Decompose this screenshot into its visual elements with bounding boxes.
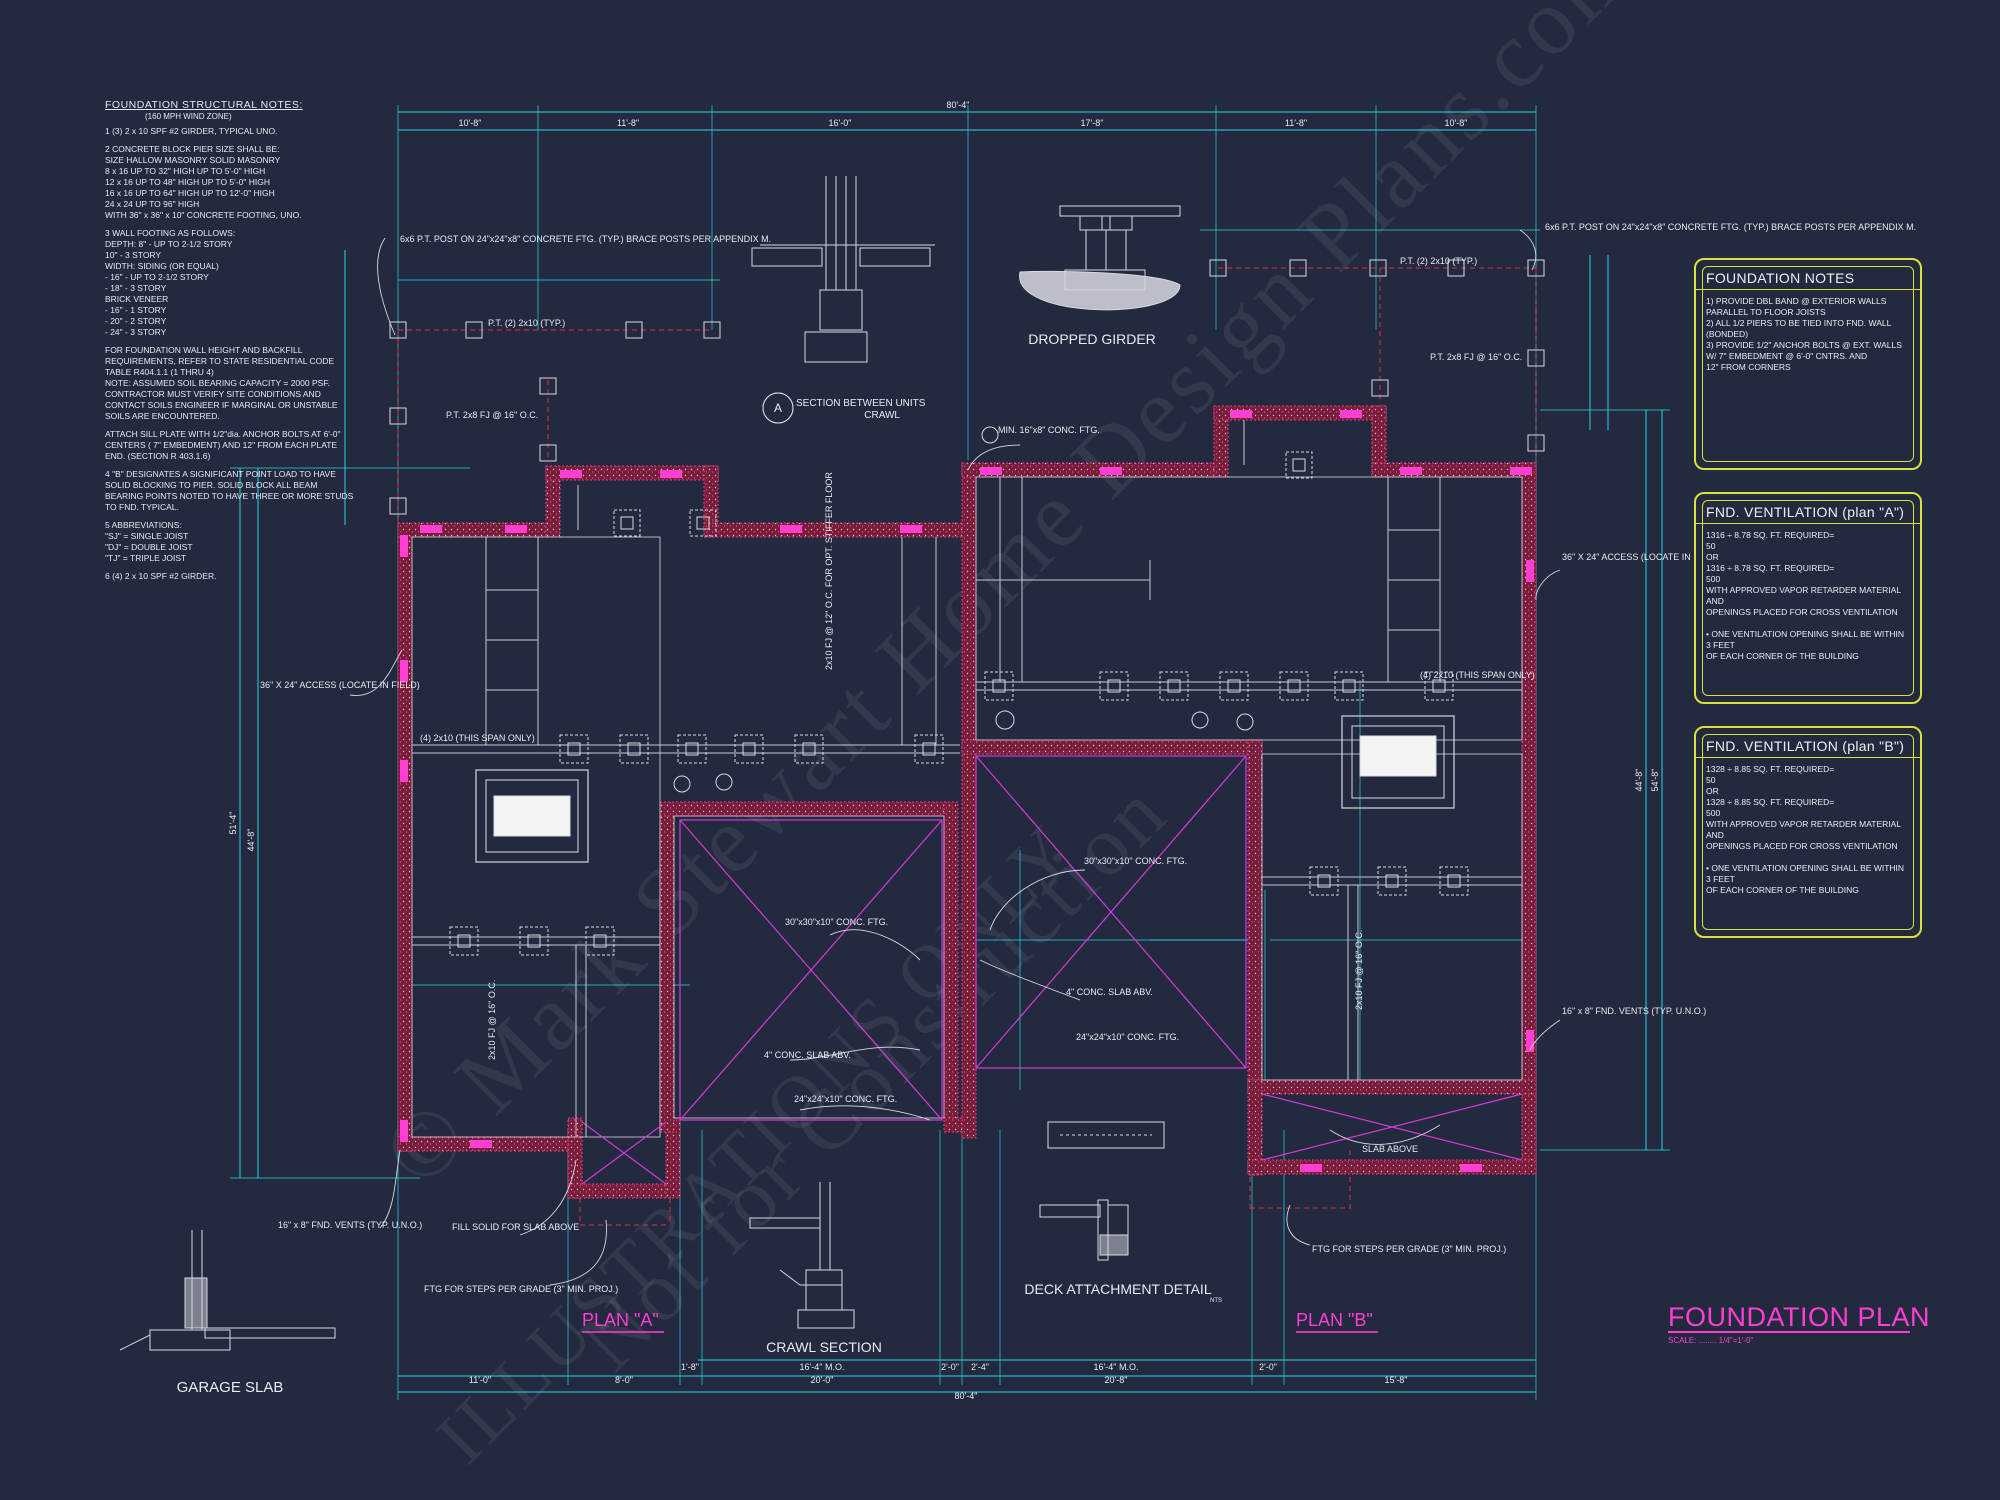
annotation-span-a: (4) 2x10 (THIS SPAN ONLY) bbox=[420, 733, 535, 743]
annotation-joists-a: 2x10 FJ @ 16" O.C. bbox=[487, 980, 497, 1060]
section-marker: A bbox=[774, 401, 782, 415]
ventilation-plan-b-panel: FND. VENTILATION (plan "B") 1328 ÷ 8.85 … bbox=[1694, 726, 1922, 938]
foundation-notes-panel: FOUNDATION NOTES 1) PROVIDE DBL BAND @ E… bbox=[1694, 258, 1922, 470]
leader-lines bbox=[349, 229, 1561, 1286]
dim-subtotal-2: 20'-8" bbox=[1105, 1375, 1128, 1385]
annotation-access-left: 36" X 24" ACCESS (LOCATE IN FIELD) bbox=[260, 680, 420, 690]
annotation-girder-b: P.T. (2) 2x10 (TYP.) bbox=[1400, 256, 1477, 266]
slab-x-marks bbox=[581, 755, 1523, 1185]
annotation-steps-a: FTG FOR STEPS PER GRADE (3" MIN. PROJ.) bbox=[424, 1284, 618, 1294]
ventilation-plan-a-panel: FND. VENTILATION (plan "A") 1316 ÷ 8.78 … bbox=[1694, 492, 1922, 704]
dim-bottom-8: 2'-0" bbox=[1259, 1362, 1277, 1372]
annotation-post-right: 6x6 P.T. POST ON 24"x24"x8" CONCRETE FTG… bbox=[1545, 222, 1916, 232]
dim-bottom-3: 1'-8" bbox=[681, 1362, 699, 1372]
note-item: 5 ABBREVIATIONS: "SJ" = SINGLE JOIST "DJ… bbox=[105, 520, 193, 563]
annotation-slab-a: 4" CONC. SLAB ABV. bbox=[764, 1050, 851, 1060]
annotation-ftg-c: 24"x24"x10" CONC. FTG. bbox=[794, 1094, 897, 1104]
note-item: 2 CONCRETE BLOCK PIER SIZE SHALL BE: SIZ… bbox=[105, 144, 302, 220]
panel-body: 1328 ÷ 8.85 SQ. FT. REQUIRED= 50 OR 1328… bbox=[1706, 764, 1905, 895]
dropped-girder-title: DROPPED GIRDER bbox=[1028, 331, 1156, 347]
dim-overall-top: 80'-4" bbox=[947, 100, 970, 110]
annotation-deck-joists-a: P.T. 2x8 FJ @ 16" O.C. bbox=[446, 410, 538, 420]
foundation-plan-scale: SCALE: ........ 1/4"=1'-0" bbox=[1668, 1336, 1754, 1345]
dim-bottom-4: 16'-4" M.O. bbox=[800, 1362, 845, 1372]
dim-left-inner: 44'-8" bbox=[246, 829, 256, 852]
dim-subtotal-1: 20'-0" bbox=[811, 1375, 834, 1385]
note-item: 1 (3) 2 x 10 SPF #2 GIRDER, TYPICAL UNO. bbox=[105, 126, 278, 136]
panel-body: 1) PROVIDE DBL BAND @ EXTERIOR WALLS PAR… bbox=[1706, 296, 1902, 372]
annotation-fill-solid: FILL SOLID FOR SLAB ABOVE bbox=[452, 1222, 579, 1232]
annotation-joists-b: 2x10 FJ @ 16" O.C. bbox=[1354, 930, 1364, 1010]
dim-bottom-9: 15'-8" bbox=[1385, 1375, 1408, 1385]
note-item: ATTACH SILL PLATE WITH 1/2"dia. ANCHOR B… bbox=[105, 429, 341, 461]
dimension-text: 80'-4" 10'-8" 11'-8" 16'-0" 17'-8" 11'-8… bbox=[228, 100, 1660, 1401]
annotation-text: 6x6 P.T. POST ON 24"x24"x8" CONCRETE FTG… bbox=[260, 222, 1916, 1294]
piers bbox=[449, 451, 1469, 956]
crawl-section-detail bbox=[749, 1182, 855, 1329]
annotation-min-ftg: MIN. 16"x8" CONC. FTG. bbox=[998, 425, 1100, 435]
foundation-structural-notes: FOUNDATION STRUCTURAL NOTES: (160 MPH WI… bbox=[105, 100, 355, 589]
deck-posts bbox=[389, 259, 1545, 515]
dim-top-6: 10'-8" bbox=[1445, 118, 1468, 128]
dim-overall-bottom: 80'-4" bbox=[955, 1391, 978, 1401]
dim-bottom-5: 2'-0" bbox=[941, 1362, 959, 1372]
dim-right-inner: 44'-8" bbox=[1634, 769, 1644, 792]
notes-title: FOUNDATION STRUCTURAL NOTES: bbox=[105, 99, 303, 111]
annotation-vents-right: 16" x 8" FND. VENTS (TYP. U.N.O.) bbox=[1562, 1006, 1706, 1016]
annotation-slab-b: 4" CONC. SLAB ABV. bbox=[1066, 987, 1153, 997]
dim-bottom-7: 16'-4" M.O. bbox=[1094, 1362, 1139, 1372]
annotation-steps-b: FTG FOR STEPS PER GRADE (3" MIN. PROJ.) bbox=[1312, 1244, 1506, 1254]
deck-attachment-detail bbox=[1039, 1121, 1165, 1261]
detail-titles: DROPPED GIRDER SECTION BETWEEN UNITS CRA… bbox=[177, 331, 1222, 1396]
section-units-title: SECTION BETWEEN UNITS bbox=[796, 398, 926, 409]
annotation-joists-opt: 2x10 FJ @ 12" O.C. FOR OPT. STIFFER FLOO… bbox=[824, 472, 834, 670]
annotation-access-right: 36" X 24" ACCESS (LOCATE IN FIELD) bbox=[1562, 552, 1722, 562]
dim-bottom-1: 11'-0" bbox=[469, 1375, 491, 1385]
annotation-ftg-b: 30"x30"x10" CONC. FTG. bbox=[1084, 856, 1187, 866]
dim-bottom-6: 2'-4" bbox=[971, 1362, 989, 1372]
foundation-plan-title: FOUNDATION PLAN bbox=[1668, 1302, 1931, 1332]
garage-slab-detail bbox=[119, 1230, 336, 1351]
annotation-span-b: (4) 2x10 (THIS SPAN ONLY) bbox=[1420, 670, 1535, 680]
note-item: FOR FOUNDATION WALL HEIGHT AND BACKFILL … bbox=[105, 345, 338, 421]
crawl-section-title: CRAWL SECTION bbox=[766, 1339, 882, 1355]
note-item: 6 (4) 2 x 10 SPF #2 GIRDER. bbox=[105, 571, 217, 581]
annotation-ftg-a: 30"x30"x10" CONC. FTG. bbox=[785, 917, 888, 927]
dim-right-overall: 54'-8" bbox=[1650, 769, 1660, 792]
annotation-ftg-d: 24"x24"x10" CONC. FTG. bbox=[1076, 1032, 1179, 1042]
dim-top-3: 16'-0" bbox=[829, 118, 852, 128]
section-between-units-detail bbox=[751, 176, 935, 424]
plan-a-label: PLAN "A" bbox=[582, 1310, 659, 1330]
note-item: 3 WALL FOOTING AS FOLLOWS: DEPTH: 8" - U… bbox=[105, 228, 236, 337]
dim-left-overall: 51'-4" bbox=[228, 812, 238, 835]
garage-slab-title: GARAGE SLAB bbox=[177, 1379, 284, 1396]
annotation-slab-above: SLAB ABOVE bbox=[1362, 1144, 1418, 1154]
dim-top-5: 11'-8" bbox=[1285, 118, 1307, 128]
dim-top-2: 11'-8" bbox=[617, 118, 639, 128]
dropped-girder-detail bbox=[1019, 205, 1181, 311]
section-units-title-2: CRAWL bbox=[864, 410, 900, 421]
nts-label: NTS bbox=[1210, 1298, 1222, 1304]
note-item: 4 "B" DESIGNATES A SIGNIFICANT POINT LOA… bbox=[105, 469, 354, 512]
vents bbox=[400, 410, 1534, 1172]
panel-title: FND. VENTILATION (plan "A") bbox=[1696, 502, 1920, 524]
panel-title: FND. VENTILATION (plan "B") bbox=[1696, 736, 1920, 758]
plan-b-label: PLAN "B" bbox=[1296, 1310, 1373, 1330]
panel-body: 1316 ÷ 8.78 SQ. FT. REQUIRED= 50 OR 1316… bbox=[1706, 530, 1905, 661]
dim-top-4: 17'-8" bbox=[1081, 118, 1104, 128]
annotation-post-left: 6x6 P.T. POST ON 24"x24"x8" CONCRETE FTG… bbox=[400, 234, 771, 244]
annotation-girder-a: P.T. (2) 2x10 (TYP.) bbox=[488, 318, 565, 328]
annotation-vents-left: 16" x 8" FND. VENTS (TYP. U.N.O.) bbox=[278, 1220, 422, 1230]
notes-subtitle: (160 MPH WIND ZONE) bbox=[145, 112, 232, 121]
dim-bottom-2: 8'-0" bbox=[615, 1375, 633, 1385]
dim-top-1: 10'-8" bbox=[459, 118, 482, 128]
panel-title: FOUNDATION NOTES bbox=[1696, 268, 1920, 290]
annotation-deck-joists-b: P.T. 2x8 FJ @ 16" O.C. bbox=[1430, 352, 1522, 362]
deck-attachment-title: DECK ATTACHMENT DETAIL bbox=[1024, 1281, 1211, 1297]
